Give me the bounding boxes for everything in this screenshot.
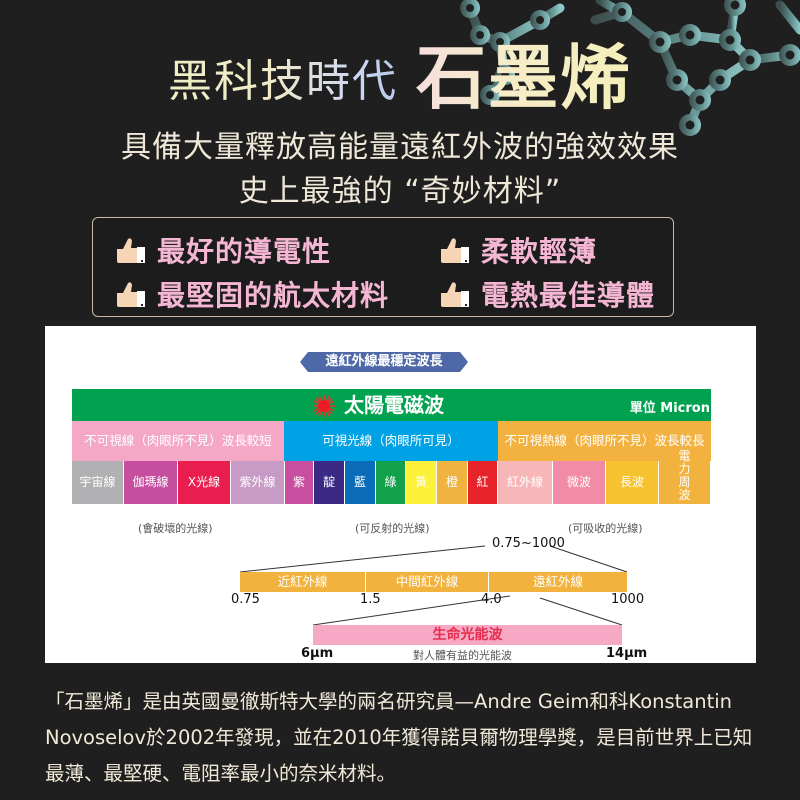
infrared-bar: 近紅外線 中間紅外線 遠紅外線 — [240, 572, 627, 592]
thumbs-up-icon — [441, 282, 469, 307]
life-wave-note: 對人體有益的光能波 — [413, 649, 512, 662]
page-title: 黑科技時代 石墨烯 — [0, 38, 800, 118]
category-visible-light: 可視光線（肉眼所可見） — [284, 421, 498, 461]
life-wave-end: 14μm — [606, 646, 648, 661]
subtitle-line-2: 史上最強的 “奇妙材料” — [238, 174, 562, 209]
spectrum-band: 微波 — [553, 461, 606, 504]
feature-item: 柔軟輕薄 — [437, 230, 597, 270]
tick-0-75: 0.75 — [231, 592, 260, 607]
features-box: 最好的導電性 最堅固的航太材料 柔軟輕薄 電熱最佳導體 — [92, 217, 674, 317]
spectrum-band: 長波 — [606, 461, 659, 504]
life-wave-start: 6μm — [301, 646, 334, 661]
note-absorbable: (可吸收的光線) — [568, 522, 643, 535]
feature-label: 電熱最佳導體 — [481, 279, 656, 312]
spectrum-band: 靛 — [314, 461, 345, 504]
category-invisible-short: 不可視線（肉眼所不見）波長較短 — [72, 421, 284, 461]
spectrum-band: 藍 — [345, 461, 376, 504]
infrared-range: 0.75~1000 — [492, 536, 565, 551]
life-wave-bar: 生命光能波 — [313, 625, 622, 645]
feature-label: 最堅固的航太材料 — [157, 279, 390, 312]
spectrum-band: 綠 — [376, 461, 406, 504]
title-prefix: 黑科技時代 — [168, 52, 398, 118]
thumbs-up-icon — [441, 238, 469, 263]
near-infrared-segment: 近紅外線 — [240, 572, 366, 592]
spectrum-band: 紫外線 — [231, 461, 285, 504]
spectrum-band: 宇宙線 — [72, 461, 124, 504]
tick-1-5: 1.5 — [360, 592, 381, 607]
subtitle-line-1: 具備大量釋放高能量遠紅外波的強效效果 — [121, 130, 679, 165]
sun-icon — [313, 395, 335, 417]
spectrum-band: 紅 — [468, 461, 498, 504]
feature-item: 最堅固的航太材料 — [113, 274, 389, 314]
category-invisible-long: 不可視熱線（肉眼所不見）波長較長 — [498, 421, 711, 461]
spectrum-band: 紫 — [285, 461, 314, 504]
spectrum-band: 紅外線 — [498, 461, 553, 504]
far-infrared-segment: 遠紅外線 — [489, 572, 627, 592]
solar-em-header — [72, 389, 711, 421]
spectrum-band: 伽瑪線 — [124, 461, 178, 504]
note-destructive: (會破壞的光線) — [138, 522, 213, 535]
title-main: 石墨烯 — [416, 37, 632, 119]
feature-item: 電熱最佳導體 — [437, 274, 655, 314]
tick-4-0: 4.0 — [481, 592, 502, 607]
spectrum-band: X光線 — [178, 461, 231, 504]
feature-item: 最好的導電性 — [113, 230, 331, 270]
spectrum-band: 橙 — [437, 461, 468, 504]
spectrum-band: 電力周波 — [659, 450, 711, 504]
unit-label: 單位 Micron — [629, 401, 710, 416]
thumbs-up-icon — [117, 282, 145, 307]
feature-label: 最好的導電性 — [157, 235, 332, 268]
far-infrared-tag: 遠紅外線最穩定波長 — [300, 352, 468, 372]
mid-infrared-segment: 中間紅外線 — [366, 572, 489, 592]
thumbs-up-icon — [117, 238, 145, 263]
feature-label: 柔軟輕薄 — [481, 235, 598, 268]
tick-1000: 1000 — [611, 592, 645, 607]
spectrum-band: 黃 — [406, 461, 437, 504]
graphene-molecule-decoration — [460, 0, 800, 136]
note-reflective: (可反射的光線) — [355, 522, 430, 535]
description-paragraph: 「石墨烯」是由英國曼徹斯特大學的兩名研究員—Andre Geim和科Konsta… — [45, 690, 753, 785]
solar-em-title: 太陽電磁波 — [344, 393, 444, 417]
